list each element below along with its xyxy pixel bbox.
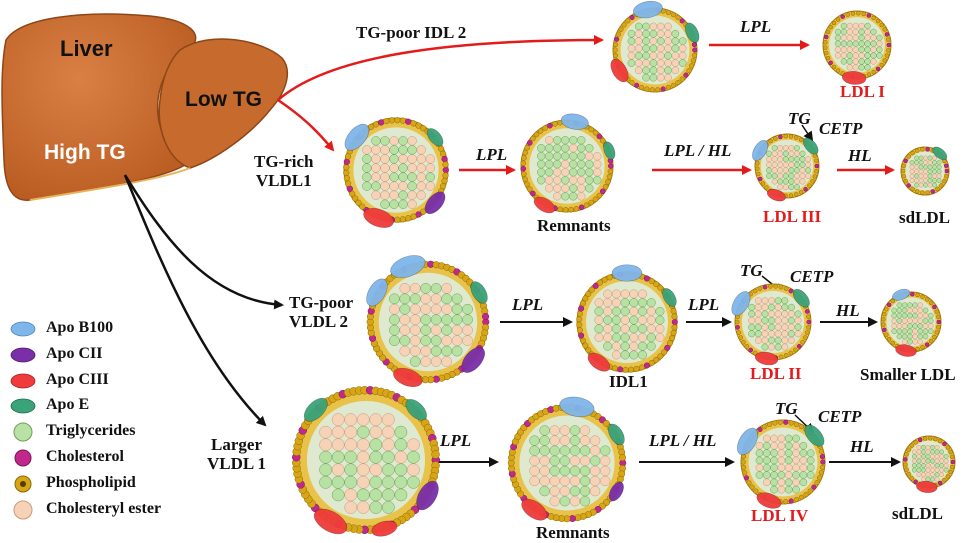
legend-label: Apo CII [46, 344, 103, 362]
high-tg-label: High TG [44, 141, 126, 164]
ldl-i-label: LDL I [840, 82, 885, 101]
legend-item-apo-e: Apo E [8, 393, 238, 419]
lpl-label-a: LPL [740, 17, 772, 36]
hl-label-b: HL [848, 146, 872, 165]
vldl1-rich-label: TG-rich VLDL1 [254, 152, 314, 190]
particle-ldl-i [822, 10, 892, 85]
liver-shape [1, 13, 289, 201]
tg-label-c: TG [740, 261, 763, 280]
particle-idl2 [610, 0, 700, 93]
legend-label: Cholesteryl ester [46, 499, 162, 517]
tg-label-b: TG [788, 109, 811, 128]
hl-label-c: HL [836, 301, 860, 320]
legend-item-triglycerides: Triglycerides [8, 419, 238, 445]
larger-vldl1-label: Larger VLDL 1 [207, 435, 267, 473]
legend-label: Cholesterol [46, 447, 124, 465]
tg-label-d: TG [775, 399, 798, 418]
legend-item-apo-b100: Apo B100 [8, 316, 238, 342]
cholesterol-icon [14, 449, 32, 467]
particle-ldl-iv [737, 419, 826, 509]
legend-item-cholesteryl-ester: Cholesteryl ester [8, 497, 238, 523]
vldl2-poor-label: TG-poor VLDL 2 [289, 293, 354, 331]
idl1-label: IDL1 [609, 372, 648, 391]
ldl-ii-label: LDL II [750, 364, 802, 383]
tg-arrow-b [801, 124, 814, 142]
apo-ciii-icon [10, 373, 36, 388]
arrow-low-to-vldl1 [277, 98, 335, 152]
sdldl-label-1: sdLDL [899, 208, 951, 227]
legend-label: Triglycerides [46, 422, 136, 440]
legend-label: Apo B100 [46, 319, 114, 336]
legend-item-apo-ciii: Apo CIII [8, 368, 238, 394]
ldl-iii-label: LDL III [763, 207, 822, 226]
particle-vldl2-poor [366, 255, 490, 388]
cetp-label-b: CETP [819, 119, 863, 138]
apo-cii-icon [10, 347, 36, 363]
particle-ldl-ii [731, 283, 812, 366]
lpl-hl-label-d: LPL / HL [649, 431, 717, 450]
particle-idl1 [576, 264, 678, 373]
lpl-label-d: LPL [440, 431, 472, 450]
sdldl-label-2: sdLDL [892, 504, 944, 523]
cetp-label-c: CETP [790, 267, 834, 286]
remnants-label-1: Remnants [537, 216, 611, 235]
arrow-high-to-larger-vldl1 [123, 174, 267, 427]
particle-remnants-1 [520, 113, 616, 214]
phospholipid-icon [14, 475, 32, 493]
legend-label: Phospholipid [46, 473, 136, 491]
legend-item-phospholipid: Phospholipid [8, 471, 238, 497]
particle-ldl-iii [752, 133, 820, 202]
particle-remnants-2 [507, 396, 627, 523]
low-tg-label: Low TG [185, 88, 262, 111]
legend: Apo B100 Apo CII Apo CIII Apo E Triglyce… [8, 316, 238, 522]
liver-title: Liver [60, 36, 113, 61]
particle-sdldl-2 [902, 435, 956, 493]
lpl-label-c1: LPL [512, 295, 544, 314]
particle-vldl1-rich [343, 117, 449, 228]
smaller-ldl-label: Smaller LDL [860, 365, 956, 384]
lpl-hl-label-b: LPL / HL [664, 141, 732, 160]
arrow-high-to-vldl2 [123, 174, 284, 310]
legend-label: Apo E [46, 396, 90, 414]
triglycerides-icon [13, 422, 33, 442]
hl-label-d: HL [850, 437, 874, 456]
particle-larger-vldl1 [292, 386, 441, 537]
legend-label: Apo CIII [46, 370, 109, 388]
apo-b100-icon [10, 321, 36, 337]
legend-item-apo-cii: Apo CII [8, 342, 238, 368]
lpl-label-c2: LPL [688, 295, 720, 314]
lpl-label-b: LPL [476, 145, 508, 164]
ldl-iv-label: LDL IV [751, 506, 809, 525]
idl2-label: TG-poor IDL 2 [356, 23, 467, 42]
cholesteryl-ester-icon [13, 500, 33, 520]
particle-smaller-ldl [880, 288, 942, 357]
legend-item-cholesterol: Cholesterol [8, 445, 238, 471]
arrow-low-to-idl2 [277, 35, 604, 101]
particle-sdldl-1 [900, 146, 950, 196]
apo-e-icon [10, 398, 36, 414]
remnants-label-2: Remnants [536, 523, 610, 542]
cetp-label-d: CETP [818, 407, 862, 426]
